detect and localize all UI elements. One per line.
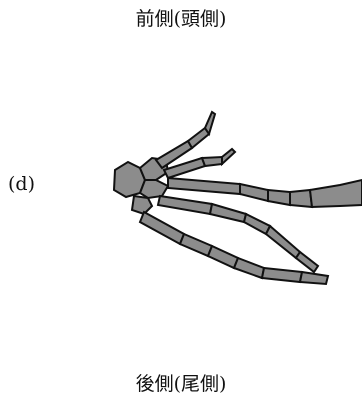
carpal-bone-middle xyxy=(140,180,168,198)
digit-4-phalanx-3 xyxy=(266,226,300,258)
digit-5-phalanx-1 xyxy=(180,234,212,256)
digit-4-phalanx-2 xyxy=(244,214,270,234)
digit-2-phalanx-2 xyxy=(222,149,235,164)
digit-4-phalanx-4 xyxy=(296,252,318,272)
digit-1-phalanx-2 xyxy=(205,112,215,134)
digit-3-metacarpal xyxy=(168,178,240,194)
digit-2-phalanx-1 xyxy=(202,157,222,166)
digit-3-phalanx-2 xyxy=(268,190,290,205)
digit-5-phalanx-4 xyxy=(262,268,302,282)
digit-4-metacarpal xyxy=(158,196,212,214)
digit-5-phalanx-2 xyxy=(208,246,238,268)
carpal-bone-lower xyxy=(132,196,152,214)
posterior-caudal-label: 後側(尾側) xyxy=(0,375,362,394)
digit-3-phalanx-3 xyxy=(290,190,312,207)
digit-5-tip xyxy=(300,272,328,284)
digit-5-phalanx-3 xyxy=(234,258,264,278)
digit-3-tip xyxy=(310,180,362,207)
digit-5-metacarpal xyxy=(140,212,184,244)
digit-3-phalanx-1 xyxy=(240,184,268,201)
digit-4-phalanx-1 xyxy=(210,204,246,222)
